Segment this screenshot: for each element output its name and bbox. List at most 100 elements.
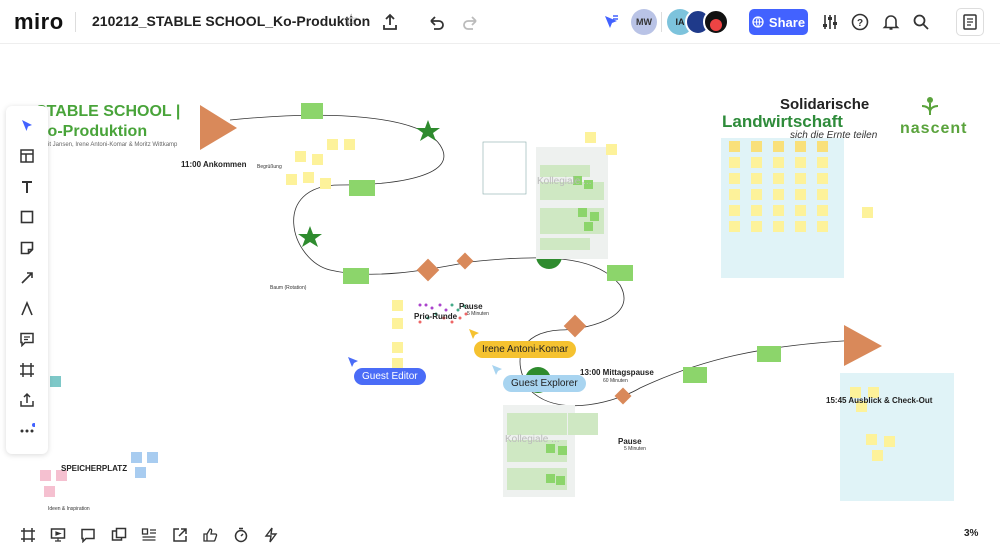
text-tool-icon[interactable]	[15, 175, 39, 199]
sticky-note[interactable]	[584, 180, 593, 189]
sticky-note[interactable]	[392, 300, 403, 311]
shape-tool-icon[interactable]	[15, 205, 39, 229]
sticky-note[interactable]	[546, 474, 555, 483]
sticky-note[interactable]	[866, 434, 877, 445]
divider	[75, 12, 76, 32]
share-screen-icon[interactable]	[169, 524, 191, 546]
kanban-icon[interactable]	[138, 524, 160, 546]
sticky-note[interactable]	[606, 144, 617, 155]
sticky-note[interactable]	[872, 450, 883, 461]
sticky-note[interactable]	[795, 141, 806, 152]
integrations-icon[interactable]	[260, 524, 282, 546]
sticky-note[interactable]	[295, 151, 306, 162]
sticky-note[interactable]	[795, 221, 806, 232]
sticky-note[interactable]	[303, 172, 314, 183]
sticky-note[interactable]	[392, 358, 403, 369]
comments-icon[interactable]	[77, 524, 99, 546]
connection-line-icon[interactable]	[15, 266, 39, 290]
sticky-note[interactable]	[558, 446, 567, 455]
redo-icon[interactable]	[459, 10, 483, 34]
voting-icon[interactable]	[199, 524, 221, 546]
sticky-note[interactable]	[751, 157, 762, 168]
more-tools-icon[interactable]	[15, 419, 39, 443]
sticky-note[interactable]	[884, 436, 895, 447]
sticky-note[interactable]	[556, 476, 565, 485]
notifications-icon[interactable]	[879, 10, 903, 34]
board-canvas[interactable]: STABLE SCHOOL | Ko-Produktion Gerrit Jan…	[0, 44, 1000, 516]
sticky-note[interactable]	[312, 154, 323, 165]
sticky-note[interactable]	[862, 207, 873, 218]
select-tool-icon[interactable]	[15, 114, 39, 138]
sticky-note[interactable]	[817, 205, 828, 216]
sticky-note[interactable]	[773, 189, 784, 200]
sticky-note[interactable]	[856, 401, 867, 412]
sticky-note[interactable]	[751, 205, 762, 216]
sticky-note[interactable]	[392, 318, 403, 329]
sticky-note[interactable]	[729, 221, 740, 232]
sticky-note[interactable]	[795, 173, 806, 184]
presentation-icon[interactable]	[47, 524, 69, 546]
avatar[interactable]: MW	[631, 9, 657, 35]
pen-tool-icon[interactable]	[15, 297, 39, 321]
sticky-note[interactable]	[392, 342, 403, 353]
sticky-note[interactable]	[795, 189, 806, 200]
sticky-note[interactable]	[729, 205, 740, 216]
sticky-note[interactable]	[751, 221, 762, 232]
help-icon[interactable]: ?	[848, 10, 872, 34]
solawi-line2: Landwirtschaft	[722, 112, 843, 131]
sticky-note[interactable]	[868, 387, 879, 398]
settings-sliders-icon[interactable]	[818, 10, 842, 34]
sticky-note[interactable]	[590, 212, 599, 221]
sticky-note[interactable]	[573, 176, 582, 185]
comment-icon[interactable]	[15, 327, 39, 351]
upload-icon[interactable]	[15, 388, 39, 412]
sticky-note[interactable]	[850, 387, 861, 398]
share-button[interactable]: Share	[749, 9, 808, 35]
undo-icon[interactable]	[424, 10, 448, 34]
miro-logo[interactable]: miro	[14, 9, 64, 34]
sticky-note[interactable]	[773, 205, 784, 216]
cursor-guest-explorer: Guest Explorer	[503, 375, 586, 392]
sticky-note[interactable]	[584, 222, 593, 231]
sticky-note[interactable]	[729, 173, 740, 184]
sticky-note[interactable]	[817, 173, 828, 184]
frames-icon[interactable]	[17, 524, 39, 546]
sticky-note[interactable]	[729, 157, 740, 168]
sticky-note[interactable]	[817, 221, 828, 232]
sticky-note[interactable]	[773, 221, 784, 232]
sticky-note[interactable]	[286, 174, 297, 185]
sticky-note[interactable]	[795, 205, 806, 216]
board-menu-button[interactable]	[956, 8, 984, 36]
cards-icon[interactable]	[108, 524, 130, 546]
cursor-collab-icon[interactable]	[599, 10, 623, 34]
sticky-note[interactable]	[817, 157, 828, 168]
sticky-note[interactable]	[751, 189, 762, 200]
board-title[interactable]: 210212_STABLE SCHOOL_Ko-Produktion	[92, 13, 371, 29]
sticky-note[interactable]	[729, 141, 740, 152]
sticky-note[interactable]	[773, 157, 784, 168]
sticky-note[interactable]	[751, 173, 762, 184]
sticky-note[interactable]	[546, 444, 555, 453]
sticky-note[interactable]	[751, 141, 762, 152]
sticky-note[interactable]	[773, 173, 784, 184]
avatar[interactable]	[703, 9, 729, 35]
sticky-note[interactable]	[729, 189, 740, 200]
star-icon[interactable]: ☆	[344, 12, 359, 29]
sticky-note[interactable]	[327, 139, 338, 150]
timer-icon[interactable]	[230, 524, 252, 546]
sticky-note[interactable]	[344, 139, 355, 150]
cursor-irene: Irene Antoni-Komar	[474, 341, 577, 358]
export-icon[interactable]	[378, 10, 402, 34]
sticky-note[interactable]	[585, 132, 596, 143]
search-icon[interactable]	[909, 10, 933, 34]
sticky-note[interactable]	[817, 141, 828, 152]
sticky-note[interactable]	[773, 141, 784, 152]
sticky-note[interactable]	[817, 189, 828, 200]
sticky-note[interactable]	[320, 178, 331, 189]
sticky-note-icon[interactable]	[15, 236, 39, 260]
templates-icon[interactable]	[15, 144, 39, 168]
sticky-note[interactable]	[795, 157, 806, 168]
sticky-note[interactable]	[578, 208, 587, 217]
frame-icon[interactable]	[15, 358, 39, 382]
zoom-level[interactable]: 3%	[964, 528, 979, 539]
